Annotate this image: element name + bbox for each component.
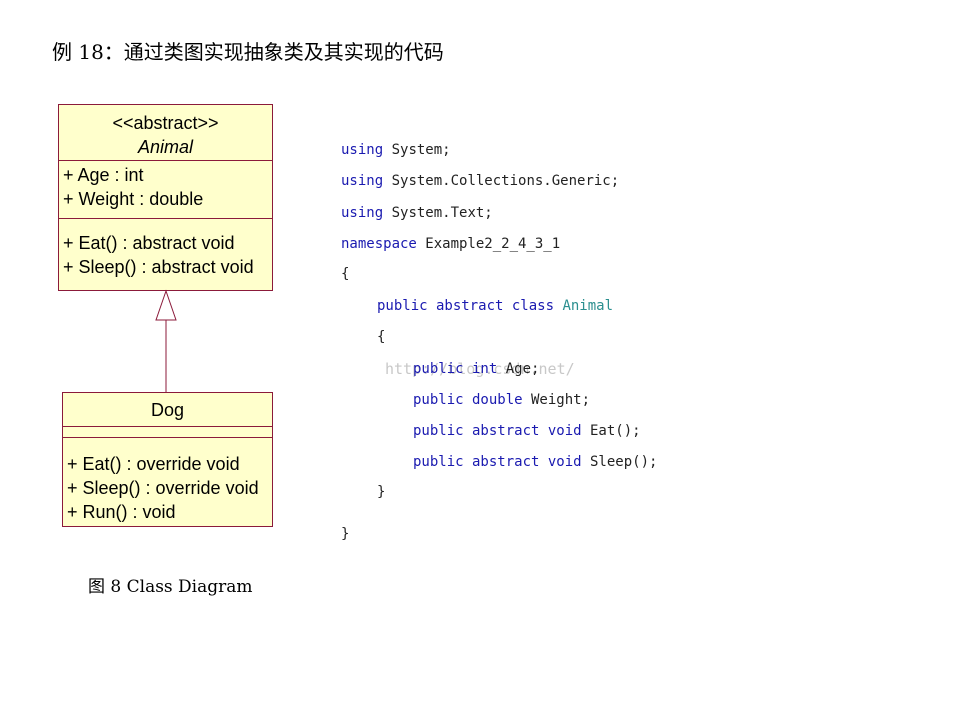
- code-line-9: public double Weight;: [413, 390, 590, 410]
- code-text: Example2_2_4_3_1: [416, 236, 561, 252]
- code-text: System.Collections.Generic;: [383, 173, 620, 189]
- code-line-7: {: [377, 327, 385, 347]
- dog-operation-eat: + Eat() : override void: [67, 454, 240, 474]
- code-line-8: public int Age;: [413, 359, 539, 379]
- animal-name-compartment: <<abstract>> Animal: [59, 105, 272, 161]
- code-line-2: using System.Collections.Generic;: [341, 171, 619, 191]
- code-line-3: using System.Text;: [341, 203, 493, 223]
- page-title: 例 18：通过类图实现抽象类及其实现的代码: [52, 40, 444, 64]
- dog-class-name: Dog: [150, 400, 185, 420]
- dog-operation-sleep: + Sleep() : override void: [67, 478, 259, 498]
- code-keyword: public abstract void: [413, 423, 582, 439]
- animal-class-box: <<abstract>> Animal + Age : int + Weight…: [58, 104, 273, 291]
- animal-attribute-weight: + Weight : double: [63, 189, 204, 209]
- code-line-10: public abstract void Eat();: [413, 421, 641, 441]
- code-brace: }: [341, 526, 350, 542]
- code-text: Sleep();: [581, 454, 658, 470]
- animal-operation-eat: + Eat() : abstract void: [63, 233, 235, 253]
- code-keyword: public int: [413, 361, 498, 377]
- animal-operations-compartment: + Eat() : abstract void + Sleep() : abst…: [59, 219, 272, 279]
- dog-class-box: Dog + Eat() : override void + Sleep() : …: [62, 392, 273, 527]
- code-text: Weight;: [522, 392, 591, 408]
- dog-attributes-compartment: [63, 427, 272, 438]
- animal-operation-sleep: + Sleep() : abstract void: [63, 257, 254, 277]
- code-brace: {: [341, 266, 350, 282]
- code-brace: }: [377, 484, 386, 500]
- code-line-5: {: [341, 264, 349, 284]
- code-text: Eat();: [581, 423, 641, 439]
- code-line-12: }: [377, 482, 385, 502]
- animal-stereotype: <<abstract>>: [112, 113, 219, 133]
- dog-name-compartment: Dog: [63, 393, 272, 427]
- code-keyword: public abstract class: [377, 298, 555, 314]
- code-text: System;: [383, 142, 451, 158]
- code-text: Age;: [497, 361, 540, 377]
- animal-class-name: Animal: [137, 137, 194, 157]
- watermark: http://blog.csdn.net/: [385, 360, 575, 378]
- inheritance-triangle: [155, 289, 177, 321]
- code-keyword: public double: [413, 392, 523, 408]
- code-keyword: namespace: [341, 236, 417, 252]
- code-line-6: public abstract class Animal: [377, 296, 613, 316]
- code-keyword: using: [341, 142, 384, 158]
- code-keyword: using: [341, 205, 384, 221]
- animal-attribute-age: + Age : int: [63, 165, 144, 185]
- code-line-11: public abstract void Sleep();: [413, 452, 657, 472]
- code-type-name: Animal: [554, 298, 614, 314]
- diagram-caption: 图 8 Class Diagram: [88, 577, 253, 597]
- code-keyword: using: [341, 173, 384, 189]
- code-line-1: using System;: [341, 140, 451, 160]
- animal-attributes-compartment: + Age : int + Weight : double: [59, 161, 272, 219]
- code-text: System.Text;: [383, 205, 493, 221]
- dog-operations-compartment: + Eat() : override void + Sleep() : over…: [63, 438, 272, 524]
- code-keyword: public abstract void: [413, 454, 582, 470]
- code-line-4: namespace Example2_2_4_3_1: [341, 234, 560, 254]
- code-line-13: }: [341, 524, 349, 544]
- dog-operation-run: + Run() : void: [67, 502, 176, 522]
- code-brace: {: [377, 329, 386, 345]
